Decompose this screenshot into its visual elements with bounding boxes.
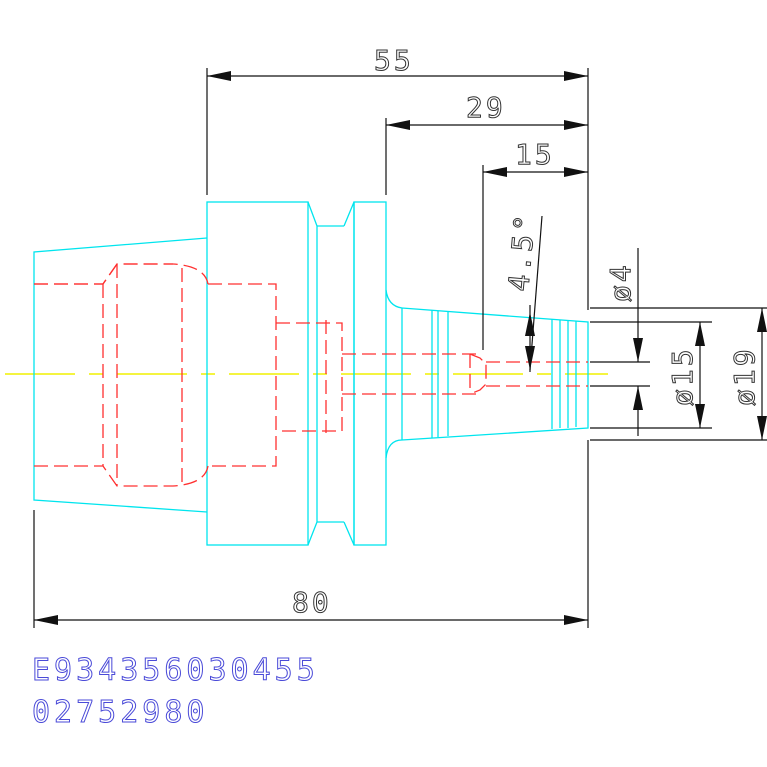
part-outline — [33, 201, 589, 546]
dim-80 — [33, 440, 589, 628]
hidden-lines — [34, 263, 588, 487]
dim-text-15: 15 — [515, 138, 555, 171]
dim-29 — [385, 118, 588, 195]
dim-text-angle: 4.5° — [502, 211, 542, 293]
dim-dia-4 — [590, 248, 650, 436]
dim-55 — [206, 68, 589, 310]
dim-text-55: 55 — [374, 44, 414, 77]
dim-15 — [482, 165, 588, 350]
dim-angle — [525, 215, 543, 372]
part-code-line-2: 02752980 — [32, 695, 209, 730]
dim-dia-15 — [590, 321, 712, 429]
dim-text-29: 29 — [466, 91, 506, 124]
dim-text-80: 80 — [292, 586, 332, 619]
part-code-line-1: E934356030455 — [32, 653, 319, 688]
dim-text-dia-15: ø15 — [666, 346, 699, 406]
dim-dia-19 — [590, 307, 767, 441]
dim-text-dia-4: ø4 — [604, 262, 637, 302]
dim-text-dia-19: ø19 — [728, 346, 761, 406]
